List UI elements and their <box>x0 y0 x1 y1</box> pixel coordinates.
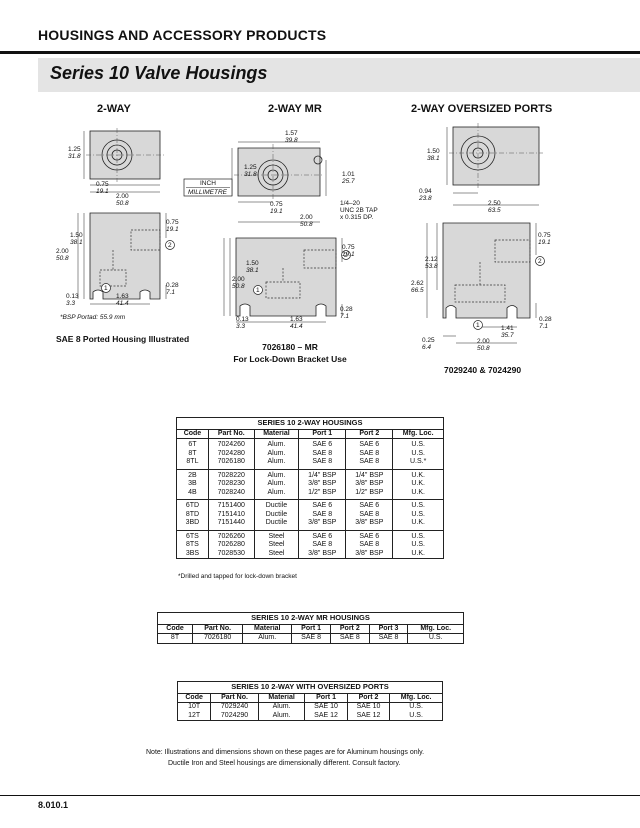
port-2-label: 2 <box>344 252 348 259</box>
bsp-note: *BSP Portad: 55.9 mm <box>60 314 126 321</box>
caption-oversized: 7029240 & 7024290 <box>444 365 522 375</box>
port-2-label: 2 <box>168 242 172 249</box>
table-title: SERIES 10 2-WAY WITH OVERSIZED PORTS <box>177 681 443 694</box>
table-footnote: *Drilled and tapped for lock-down bracke… <box>178 573 297 580</box>
series-title: Series 10 Valve Housings <box>50 63 268 83</box>
oversized-ports-table: SERIES 10 2-WAY WITH OVERSIZED PORTS Cod… <box>177 681 443 721</box>
oversized-top-view <box>452 126 540 186</box>
caption-mr-2: For Lock-Down Bracket Use <box>233 354 347 364</box>
note-line-2: Ductile Iron and Steel housings are dime… <box>168 760 401 767</box>
header-rule <box>0 51 640 54</box>
2way-side-view <box>89 212 161 300</box>
footer-rule <box>0 795 640 796</box>
diagram-heading-oversized: 2-WAY OVERSIZED PORTS <box>411 103 553 115</box>
caption-2way: SAE 8 Ported Housing Illustrated <box>56 334 190 344</box>
mr-top-view <box>237 147 321 197</box>
section-title: HOUSINGS AND ACCESSORY PRODUCTS <box>38 27 327 43</box>
table-title: SERIES 10 2-WAY MR HOUSINGS <box>157 612 464 625</box>
port-1-label: 1 <box>476 322 480 329</box>
page-number: 8.010.1 <box>38 800 69 810</box>
port-1-label: 1 <box>256 287 260 294</box>
note-line-1: Note: Illustrations and dimensions shown… <box>146 749 425 756</box>
mr-side-view <box>235 237 337 317</box>
diagram-heading-2-way-mr: 2-WAY MR <box>268 103 322 115</box>
port-1-label: 1 <box>104 285 108 292</box>
caption-mr-1: 7026180 – MR <box>262 342 318 352</box>
legend-millimetre: MILLIMETRE <box>188 189 228 196</box>
table-title: SERIES 10 2-WAY HOUSINGS <box>176 417 444 430</box>
port-2-label: 2 <box>538 258 542 265</box>
oversized-side-view <box>442 222 531 319</box>
series-banner <box>38 58 640 92</box>
legend-inch: INCH <box>200 180 216 187</box>
diagram-heading-2-way: 2-WAY <box>97 103 131 115</box>
